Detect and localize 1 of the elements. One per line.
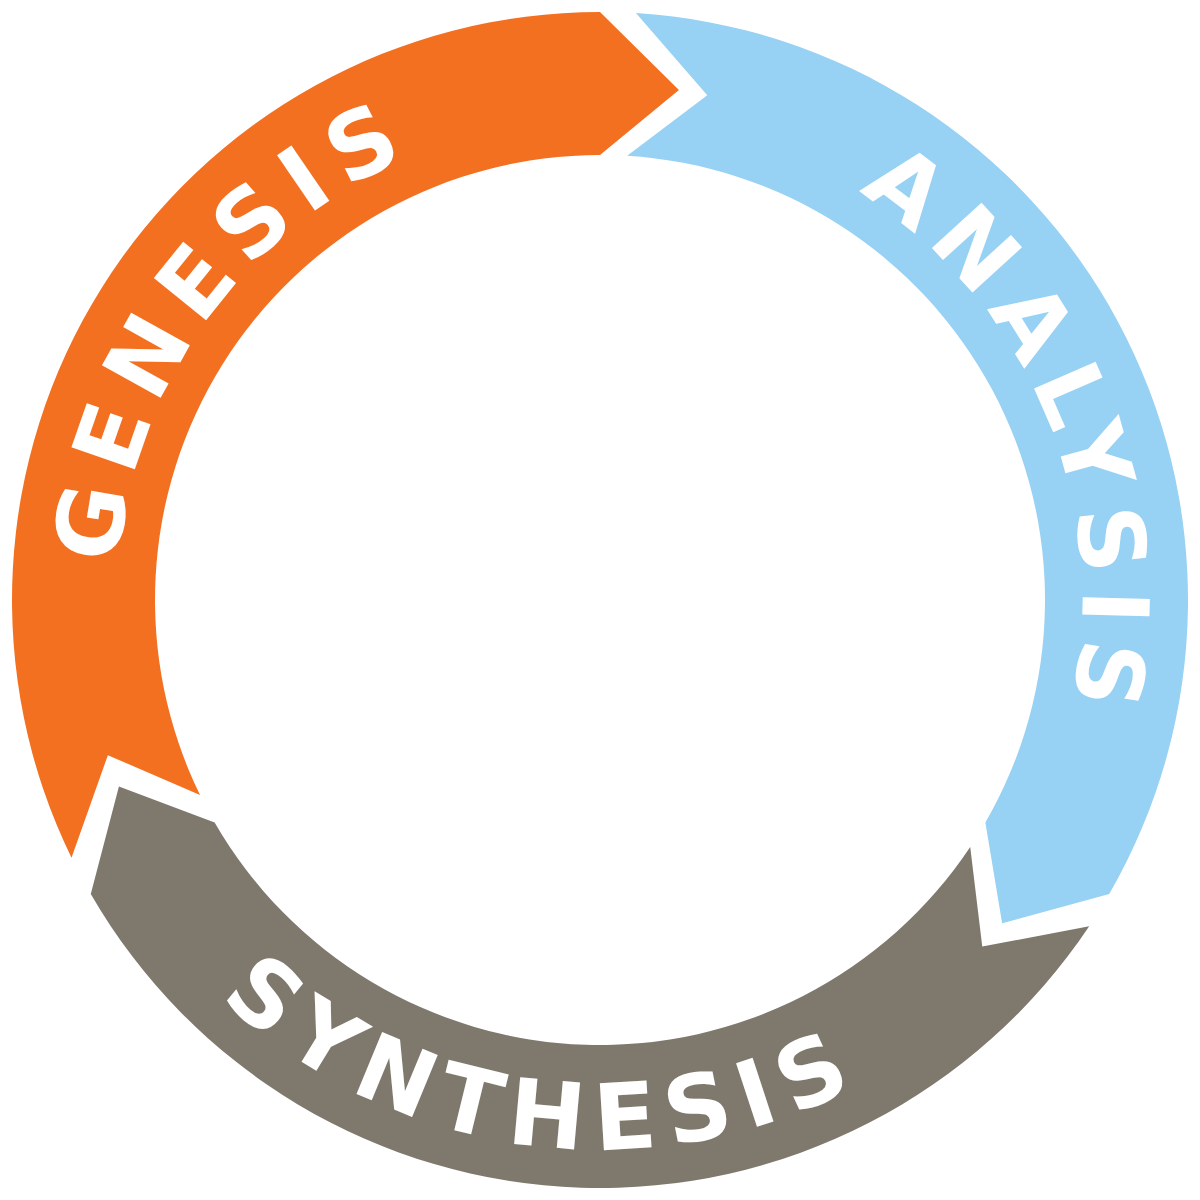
curved-arrow-band (90, 786, 1090, 1188)
